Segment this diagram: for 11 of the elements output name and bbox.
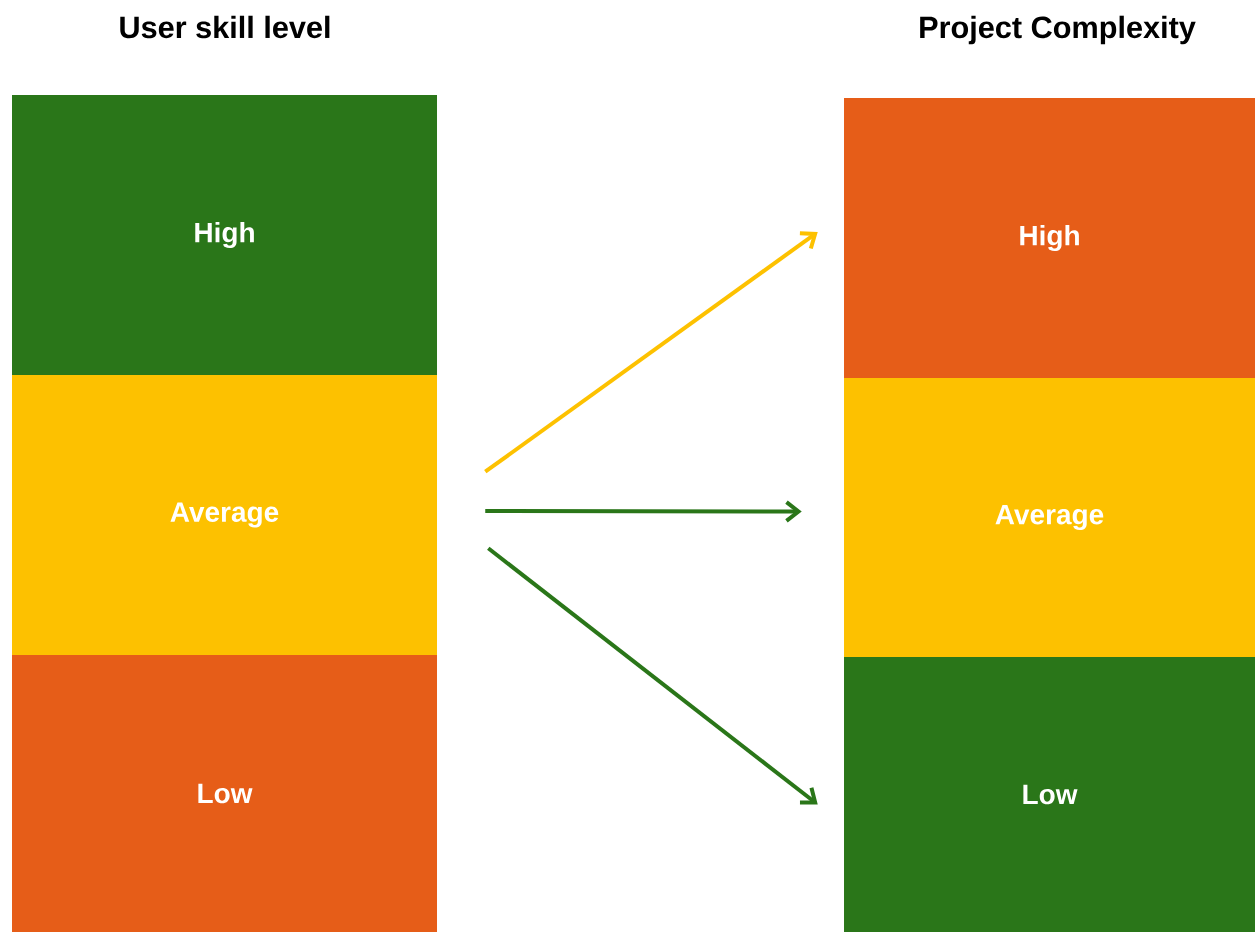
level-box: High bbox=[12, 95, 437, 375]
level-box: Average bbox=[844, 378, 1255, 657]
level-box: Low bbox=[844, 657, 1255, 932]
level-box: Average bbox=[12, 375, 437, 655]
arrow bbox=[487, 546, 818, 805]
column-heading: Project Complexity bbox=[920, 15, 1196, 45]
level-box: Low bbox=[12, 655, 437, 932]
arrow bbox=[484, 231, 818, 474]
column-heading: User skill level bbox=[120, 15, 330, 39]
arrow bbox=[485, 500, 802, 523]
level-box: High bbox=[844, 98, 1255, 378]
